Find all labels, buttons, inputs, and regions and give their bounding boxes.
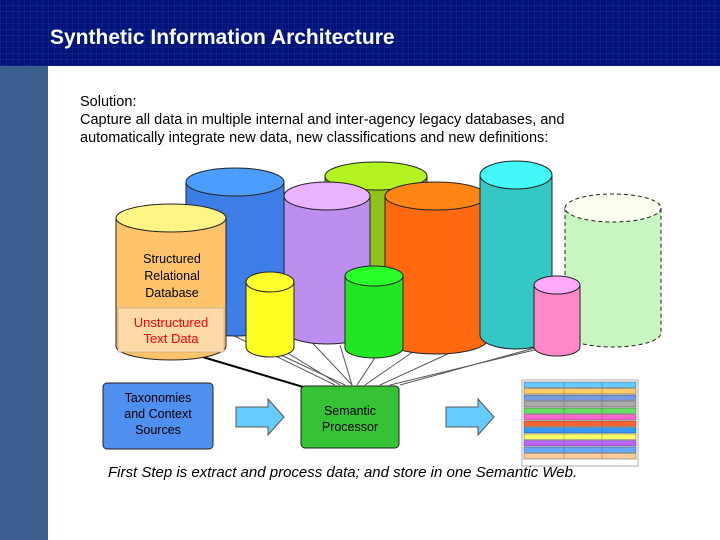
semantic-web-layer xyxy=(523,388,637,395)
semantic-web-layer xyxy=(523,394,637,401)
semantic-web-layer xyxy=(523,381,637,388)
database-cylinder-pink xyxy=(533,275,581,357)
semantic-processor-label: Semantic Processor xyxy=(301,403,399,435)
taxonomy-connector-line xyxy=(195,354,321,393)
semantic-line-2: Processor xyxy=(321,420,379,434)
taxonomies-box xyxy=(102,382,214,450)
arrow-taxonomy-to-processor xyxy=(235,397,285,437)
semantic-processor-box xyxy=(300,385,400,449)
taxonomies-line-2: and Context xyxy=(124,407,192,421)
structured-db-line-3: Database xyxy=(145,286,199,300)
semantic-web-layer xyxy=(523,433,637,440)
footer-caption: First Step is extract and process data; … xyxy=(108,464,578,481)
page-title: Synthetic Information Architecture xyxy=(50,26,395,49)
intro-line-2: automatically integrate new data, new cl… xyxy=(80,130,549,146)
database-cylinder-yellow xyxy=(245,271,295,358)
unstructured-text-label: Unstructured Text Data xyxy=(116,315,226,347)
semantic-web-layer xyxy=(523,401,637,408)
arrow-processor-to-web xyxy=(445,397,495,437)
semantic-line-1: Semantic xyxy=(323,404,377,418)
database-cylinder-mint-dashed xyxy=(564,193,662,348)
semantic-web-layer xyxy=(523,414,637,421)
semantic-web-layer xyxy=(523,453,637,460)
semantic-web-layer xyxy=(523,446,637,453)
structured-db-line-2: Relational xyxy=(144,269,200,283)
structured-db-line-1: Structured xyxy=(143,252,201,266)
intro-text: Solution: Capture all data in multiple i… xyxy=(80,93,690,147)
left-sidebar-bar xyxy=(0,66,48,540)
database-cylinder-orange xyxy=(384,181,488,355)
unstructured-text-box xyxy=(117,307,225,353)
taxonomies-line-1: Taxonomies xyxy=(124,391,192,405)
structured-db-label: Structured Relational Database xyxy=(118,251,226,302)
taxonomies-label: Taxonomies and Context Sources xyxy=(103,390,213,438)
header-bar xyxy=(0,0,720,66)
semantic-web-layer xyxy=(523,440,637,447)
unstructured-line-1: Unstructured xyxy=(133,315,209,330)
semantic-web-layer xyxy=(523,420,637,427)
intro-line-1: Capture all data in multiple internal an… xyxy=(80,112,565,128)
intro-heading: Solution: xyxy=(80,94,137,110)
semantic-web-layer xyxy=(523,407,637,414)
taxonomies-line-3: Sources xyxy=(135,423,181,437)
semantic-web-layer xyxy=(523,427,637,434)
unstructured-line-2: Text Data xyxy=(143,331,199,346)
database-cylinder-green xyxy=(344,265,404,359)
database-cylinders xyxy=(102,160,662,467)
